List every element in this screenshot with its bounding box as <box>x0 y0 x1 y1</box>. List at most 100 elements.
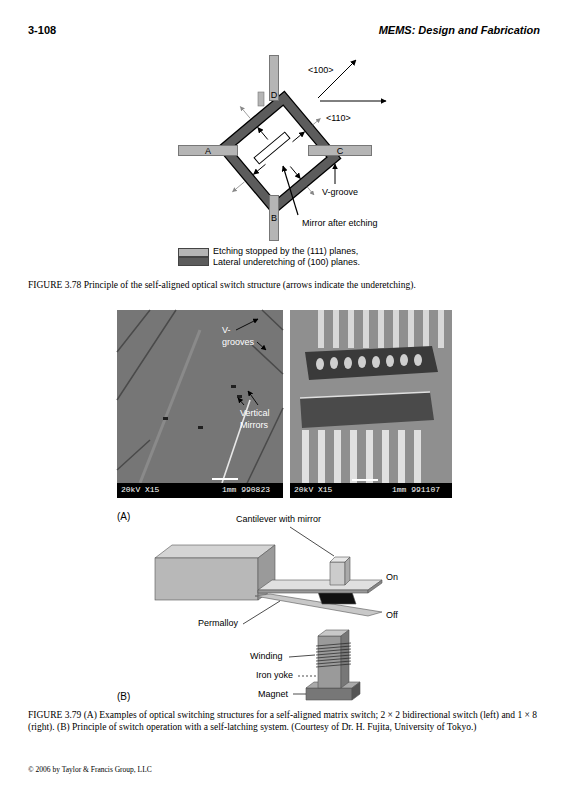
plate-hole <box>414 354 422 366</box>
legend-text: Etching stopped by the (111) planes, <box>213 246 358 256</box>
photo-label: V- grooves <box>222 325 260 348</box>
plate-hole <box>386 355 394 367</box>
mirror-cube <box>345 557 350 585</box>
bar-letter: B <box>271 213 277 223</box>
leader-line <box>290 527 334 556</box>
v-groove-mark <box>258 92 264 106</box>
underetch-arrow <box>293 132 305 142</box>
info-strip <box>117 483 283 498</box>
plate-edge <box>300 392 430 398</box>
mirror-dot <box>237 395 242 398</box>
mirror <box>254 132 290 164</box>
state-label: On <box>386 572 398 584</box>
part-label: Iron yoke <box>256 670 293 682</box>
direction-label: <110> <box>326 113 351 125</box>
bar-letter: C <box>337 146 344 156</box>
mirror-dot <box>163 417 168 420</box>
leader-line <box>243 601 280 624</box>
etch-mask-bar: C <box>308 145 372 156</box>
underetch-arrow <box>233 182 245 192</box>
underetch-arrow <box>307 187 314 195</box>
switch-mechanism <box>155 545 382 700</box>
figure-caption: FIGURE 3.78 Principle of the self-aligne… <box>28 279 543 291</box>
photo-streak <box>140 330 200 483</box>
sem-photo-right <box>290 310 452 498</box>
legend-text: Lateral underetching of (100) planes. <box>213 257 360 267</box>
photo-label: Vertical Mirrors <box>240 408 280 431</box>
etch-mask-bar: B <box>269 195 279 241</box>
state-label: Off <box>386 610 398 622</box>
plate-holes <box>316 354 422 370</box>
photo-ground <box>117 310 283 498</box>
etch-mask-bar: D <box>269 55 279 101</box>
underetch-arrow <box>254 164 266 174</box>
panel-label: (A) <box>117 511 130 524</box>
comb-fingers <box>302 430 421 483</box>
plate-hole <box>372 356 380 368</box>
etch-structure <box>224 60 386 215</box>
leader-line <box>236 319 258 330</box>
sem-info: 1mm 990823 <box>222 485 270 496</box>
direction-arrow <box>320 101 386 102</box>
part-label: Permalloy <box>198 618 238 630</box>
page-number: 3-108 <box>28 24 56 38</box>
sem-photo-left <box>117 310 283 498</box>
leader-lines <box>243 527 334 694</box>
cantilever <box>258 590 368 593</box>
support-block <box>155 545 275 558</box>
leader-line <box>248 391 258 405</box>
photo-ground <box>290 310 452 498</box>
plate-hole <box>400 354 408 366</box>
mirror-dot <box>231 385 236 388</box>
sem-info: 20kV X15 <box>294 485 332 496</box>
mirror-plate <box>305 346 438 380</box>
leader-line <box>289 655 315 657</box>
figure-caption: FIGURE 3.79 (A) Examples of optical swit… <box>28 709 543 733</box>
photo-arrows <box>236 319 266 405</box>
magnet <box>306 688 352 700</box>
part-label: Magnet <box>258 689 288 701</box>
cantilever <box>258 580 382 590</box>
permalloy-block <box>318 592 356 604</box>
part-label: Winding <box>250 651 283 663</box>
sem-info: 1mm 991107 <box>392 485 440 496</box>
plate-hole <box>358 356 366 368</box>
underetch-arrow <box>258 128 268 140</box>
etch-mask-bar: A <box>178 145 238 156</box>
plate-hole <box>316 358 324 370</box>
support-block <box>155 558 258 600</box>
part-label: Cantilever with mirror <box>236 514 321 526</box>
mirror-dot <box>198 426 203 429</box>
magnet <box>352 682 360 700</box>
mirror-cube <box>330 562 345 585</box>
sem-info: 20kV X15 <box>121 485 159 496</box>
v-groove-line <box>117 310 283 498</box>
leader-line <box>283 166 298 215</box>
cantilever <box>368 580 382 593</box>
underetch-arrow <box>240 107 250 119</box>
comb-fingers <box>318 310 444 348</box>
panel-label: (B) <box>117 691 130 704</box>
plate-hole <box>344 357 352 369</box>
leader-line <box>257 342 266 350</box>
legend-swatch <box>178 257 209 266</box>
scale-bar <box>352 479 378 481</box>
underetch-arrow <box>313 119 321 126</box>
plate-hole <box>330 357 338 369</box>
bar-letter: D <box>271 90 278 100</box>
mirror-plate <box>300 392 434 428</box>
bar-letter: A <box>205 146 211 156</box>
part-label: Mirror after etching <box>302 218 378 230</box>
copyright-note: © 2006 by Taylor & Francis Group, LLC <box>28 765 152 775</box>
leader-line <box>238 398 244 405</box>
info-strip <box>290 483 452 498</box>
running-head: MEMS: Design and Fabrication <box>379 24 540 38</box>
legend-swatch <box>178 248 209 257</box>
scale-bar <box>212 478 238 480</box>
leader-line <box>298 676 318 677</box>
leader-line <box>335 164 336 184</box>
winding-coil <box>316 643 351 667</box>
leader-line <box>293 694 306 695</box>
underetch-arrows <box>254 128 305 179</box>
